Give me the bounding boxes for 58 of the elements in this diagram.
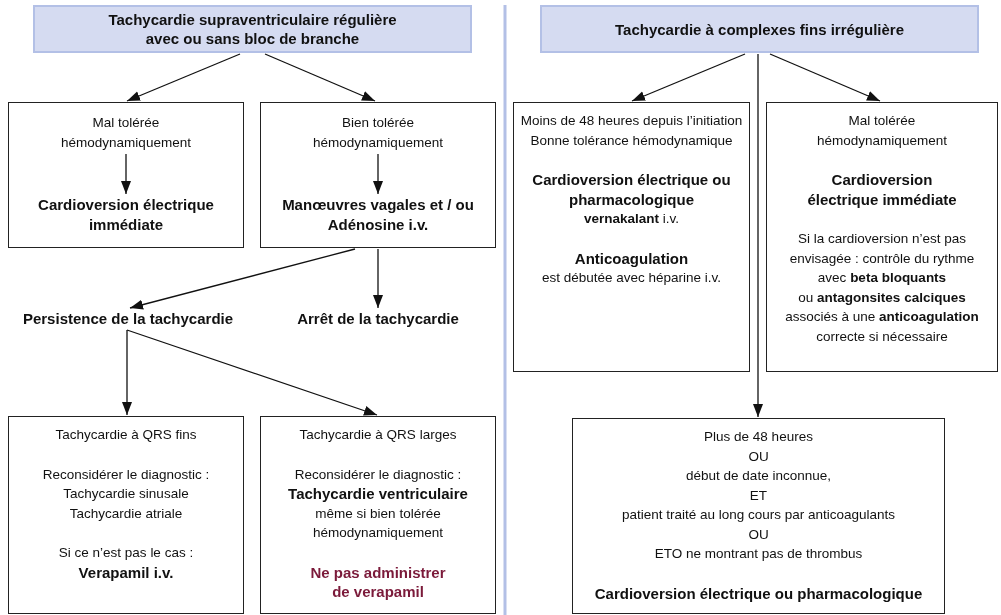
arrow	[769, 53, 881, 102]
process-box	[260, 416, 496, 614]
header-box	[33, 5, 472, 53]
flow-text: Cardioversion électrique immédiate	[26, 195, 226, 235]
arrow	[264, 53, 376, 102]
process-box	[766, 102, 998, 372]
arrow	[126, 329, 378, 416]
warning-text: Ne pas administrer de verapamil	[309, 562, 447, 602]
box-text: patient traité au long cours par anticoagulants	[621, 506, 896, 524]
box-text: Plus de 48 heures	[704, 428, 813, 446]
arrow	[373, 248, 383, 309]
box-text: Tachycardie à QRS larges	[299, 426, 457, 444]
box-text: associés à une anticoagulation correcte si nécessaire	[784, 308, 980, 346]
box-text: Mal tolérée hémodynamiquement	[816, 112, 948, 150]
box-text: avec beta bloquants	[817, 269, 947, 287]
box-text: Si ce n’est pas le cas :	[58, 544, 194, 562]
emphasis-text: Cardioversion électrique ou pharmacologique	[531, 170, 732, 209]
box-text: ou antagonsites calciques	[798, 288, 966, 307]
box-text: Tachycardie sinusale	[63, 485, 189, 503]
arrow	[373, 153, 383, 195]
process-box	[513, 102, 750, 372]
box-text: même si bien tolérée hémodynamiquement	[312, 504, 444, 542]
emphasis-text: Verapamil i.v.	[78, 562, 174, 582]
box-text: ET	[749, 486, 768, 505]
box-text: OU	[748, 525, 769, 544]
emphasis-text: Tachycardie ventriculaire	[288, 484, 468, 504]
flow-text: Bien tolérée hémodynamiquement	[288, 113, 468, 153]
box-text: Tachycardie atriale	[69, 504, 183, 523]
emphasis-text: Cardioversion électrique immédiate	[806, 170, 958, 209]
process-box	[8, 416, 244, 614]
arrow	[631, 53, 746, 102]
emphasis-text: Cardioversion électrique ou pharmacologique	[594, 583, 923, 603]
box-text: Reconsidérer le diagnostic :	[294, 465, 462, 484]
arrow	[121, 153, 131, 195]
flow-text: Mal tolérée hémodynamiquement	[36, 113, 216, 153]
box-text: est débutée avec héparine i.v.	[541, 269, 722, 287]
header-text: Tachycardie supraventriculaire régulière avec ou sans bloc de branche	[107, 10, 398, 48]
process-box	[8, 102, 244, 248]
arrow	[122, 329, 132, 416]
box-text: Bonne tolérance hémodynamique	[530, 131, 733, 150]
box-text: OU	[748, 447, 769, 466]
header-text: Tachycardie à complexes fins irrégulière	[615, 19, 904, 39]
flow-text: Persistence de la tachycardie	[22, 309, 234, 329]
box-text: Moins de 48 heures depuis l’initiation	[520, 112, 743, 130]
flow-text: Manœuvres vagales et / ou Adénosine i.v.	[278, 195, 478, 235]
arrow	[753, 53, 763, 418]
process-box	[260, 102, 496, 248]
box-text: ETO ne montrant pas de thrombus	[654, 545, 863, 563]
emphasis-text: Anticoagulation	[574, 248, 689, 268]
box-text: début de date inconnue,	[686, 467, 831, 485]
arrow	[126, 53, 241, 102]
arrow	[129, 248, 356, 310]
box-text: Tachycardie à QRS fins	[55, 426, 197, 444]
process-box	[572, 418, 945, 614]
box-text: vernakalant i.v.	[583, 210, 679, 228]
box-text: Reconsidérer le diagnostic :	[42, 465, 210, 484]
header-box	[540, 5, 979, 53]
flow-text: Arrêt de la tachycardie	[297, 309, 459, 329]
